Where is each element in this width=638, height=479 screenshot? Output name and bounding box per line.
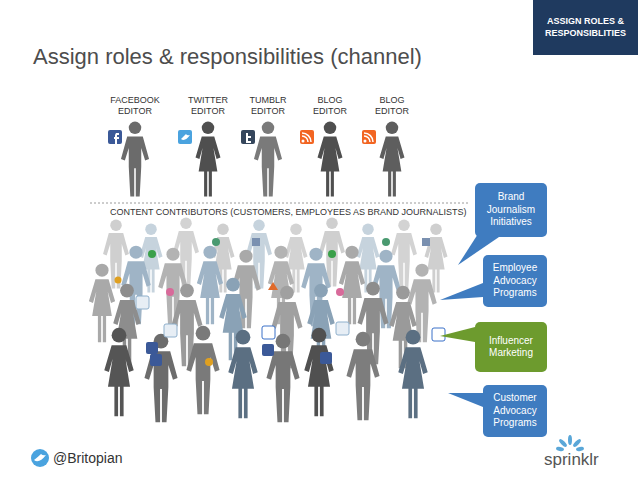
twitter-handle: @Britopian bbox=[53, 450, 173, 467]
text-wrap: Brand Journalism Initiatives bbox=[475, 183, 547, 237]
facebook-icon bbox=[108, 130, 122, 144]
badge-icon bbox=[268, 282, 278, 290]
contributor-figure bbox=[398, 330, 427, 418]
callout-bubble: Customer Advocacy Programs bbox=[483, 385, 547, 437]
section-tag: ASSIGN ROLES & RESPONSIBLITIES bbox=[533, 0, 638, 55]
editor-figure bbox=[380, 122, 405, 197]
badge-icon bbox=[148, 250, 156, 258]
badge-icon bbox=[382, 238, 390, 246]
text-wrap: Customer Advocacy Programs bbox=[483, 385, 547, 437]
facebook-icon bbox=[262, 344, 274, 356]
role-label: BLOG EDITOR bbox=[300, 95, 360, 117]
messenger-icon bbox=[150, 354, 162, 366]
contributor-figure bbox=[197, 246, 223, 325]
text-wrap: Influencer Marketing bbox=[475, 322, 547, 372]
badge-icon bbox=[212, 238, 220, 246]
rss-icon bbox=[302, 140, 305, 143]
twitter-bird bbox=[31, 449, 49, 467]
twitter-bird bbox=[34, 454, 46, 461]
text-wrap: Employee Advocacy Programs bbox=[483, 255, 547, 307]
badge-icon bbox=[328, 250, 336, 258]
badge-icon bbox=[422, 238, 430, 246]
editor-figure bbox=[196, 122, 221, 197]
text-wrap: ASSIGN ROLES & RESPONSIBLITIES bbox=[533, 0, 638, 55]
tag-text: ASSIGN ROLES & RESPONSIBLITIES bbox=[536, 16, 635, 39]
callout-text: Employee Advocacy Programs bbox=[486, 262, 544, 300]
tumblr-icon bbox=[241, 130, 255, 144]
slide-title: Assign roles & responsibilities (channel… bbox=[33, 44, 422, 70]
contributor-figure bbox=[346, 332, 379, 420]
twitter-icon bbox=[164, 324, 177, 337]
logo-mark bbox=[556, 435, 585, 452]
editor-figure bbox=[318, 122, 343, 197]
callout-bubble-body bbox=[475, 322, 547, 372]
callout-pointer bbox=[440, 327, 475, 342]
contributor-figure bbox=[89, 264, 115, 343]
role-label: TWITTER EDITOR bbox=[178, 95, 238, 117]
twitter-icon bbox=[181, 134, 190, 140]
rss-icon bbox=[362, 130, 376, 144]
callout-bubble: Brand Journalism Initiatives bbox=[475, 183, 547, 237]
rss-icon bbox=[302, 133, 311, 142]
rss-icon bbox=[300, 130, 314, 144]
twitter-icon bbox=[136, 296, 149, 309]
callout-bubble-body bbox=[483, 385, 547, 437]
callout-bubble-body bbox=[475, 183, 547, 237]
google-icon bbox=[432, 328, 445, 341]
role-label: TUMBLR EDITOR bbox=[238, 95, 298, 117]
badge-icon bbox=[205, 358, 213, 366]
callout-text: Customer Advocacy Programs bbox=[486, 392, 544, 430]
badge-icon bbox=[166, 288, 174, 296]
contributor-figure bbox=[144, 334, 177, 422]
editor-figure bbox=[254, 122, 282, 197]
contributor-figure bbox=[186, 326, 219, 414]
role-label: BLOG EDITOR bbox=[362, 95, 422, 117]
tumblr-icon bbox=[246, 133, 251, 143]
group-label: CONTENT CONTRIBUTORS (CUSTOMERS, EMPLOYE… bbox=[110, 207, 480, 218]
callout-text: Brand Journalism Initiatives bbox=[478, 191, 544, 229]
twitter-icon bbox=[178, 130, 192, 144]
callout-bubble: Influencer Marketing bbox=[475, 322, 547, 372]
messenger-icon bbox=[320, 352, 332, 364]
contributor-figure bbox=[304, 328, 333, 416]
badge-icon bbox=[252, 238, 260, 246]
separator-line bbox=[90, 203, 470, 204]
google-icon bbox=[262, 326, 275, 339]
callout-pointer bbox=[448, 393, 483, 407]
callout-text: Influencer Marketing bbox=[478, 335, 544, 360]
role-label: FACEBOOK EDITOR bbox=[105, 95, 165, 117]
brand-logo: sprinklr bbox=[544, 450, 634, 470]
rss-icon bbox=[364, 140, 367, 143]
callout-bubble: Employee Advocacy Programs bbox=[483, 255, 547, 307]
callout-pointer bbox=[440, 283, 483, 300]
callout-bubble-body bbox=[483, 255, 547, 307]
contributor-figure bbox=[104, 328, 133, 416]
facebook-icon bbox=[146, 342, 158, 354]
contributor-figure bbox=[228, 330, 257, 418]
badge-icon bbox=[115, 277, 122, 284]
badge-icon bbox=[336, 288, 344, 296]
twitter-icon bbox=[336, 322, 349, 335]
rss-icon bbox=[364, 133, 373, 142]
facebook-icon bbox=[114, 133, 119, 144]
section-tag-body bbox=[533, 0, 638, 55]
contributor-figure bbox=[139, 223, 162, 292]
editor-figure bbox=[121, 122, 149, 197]
